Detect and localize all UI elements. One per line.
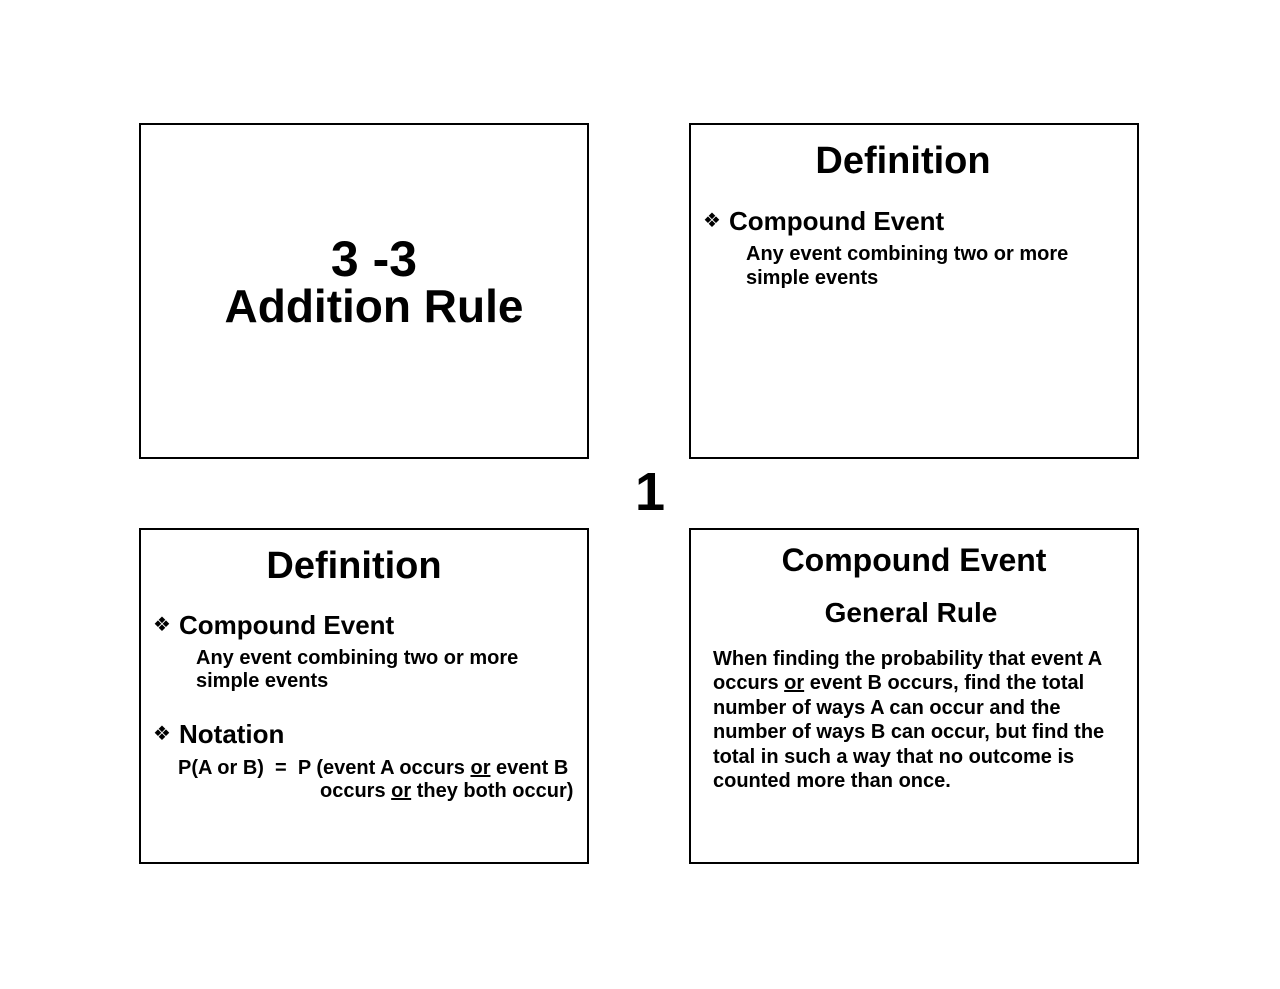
definition-text: Any event combining two or more simple e… — [196, 647, 519, 692]
definition-text: Any event combining two or more simple e… — [746, 243, 1069, 289]
slide-definition-notation: Definition ❖ Compound Event Any event co… — [139, 528, 589, 864]
slide-heading: Definition — [815, 140, 991, 182]
bullet-notation: ❖ Notation — [153, 718, 284, 750]
slide-general-rule: Compound Event General Rule When finding… — [689, 528, 1139, 864]
bullet-label: Compound Event — [729, 206, 945, 236]
notation-text: occurs — [320, 780, 392, 802]
notation-or: or — [391, 780, 412, 802]
notation-text: they both occur) — [411, 780, 574, 802]
diamond-bullet-icon: ❖ — [703, 210, 721, 232]
notation-text: event B — [490, 757, 569, 779]
rule-text: When finding the probability that event … — [713, 647, 1123, 793]
diamond-bullet-icon: ❖ — [153, 723, 171, 745]
bullet-label: Compound Event — [179, 610, 395, 640]
section-number: 3 -3 — [330, 231, 418, 287]
notation-line-2: occurs or they both occur) — [320, 780, 573, 803]
bullet-compound-event: ❖ Compound Event — [153, 609, 394, 641]
notation-or: or — [470, 757, 491, 779]
page-number: 1 — [634, 462, 666, 522]
bullet-compound-event: ❖ Compound Event — [703, 205, 944, 237]
slide-heading: Addition Rule — [224, 280, 524, 332]
slide-heading: Definition — [266, 545, 442, 587]
slide-definition: Definition ❖ Compound Event Any event co… — [689, 123, 1139, 459]
notation-text: P(A or B) = P (event A occurs — [178, 757, 471, 779]
slide-heading: Compound Event — [781, 542, 1047, 578]
slide-subheading: General Rule — [824, 597, 998, 628]
rule-text-part: event B occurs, find the total number of… — [713, 672, 1105, 793]
rule-or: or — [784, 672, 805, 695]
slide-title: 3 -3 Addition Rule — [139, 123, 589, 459]
diamond-bullet-icon: ❖ — [153, 614, 171, 636]
notation-line-1: P(A or B) = P (event A occurs or event B — [178, 757, 568, 780]
rule-text-part: When finding the probability that event … — [713, 648, 1102, 695]
bullet-label: Notation — [179, 719, 285, 749]
